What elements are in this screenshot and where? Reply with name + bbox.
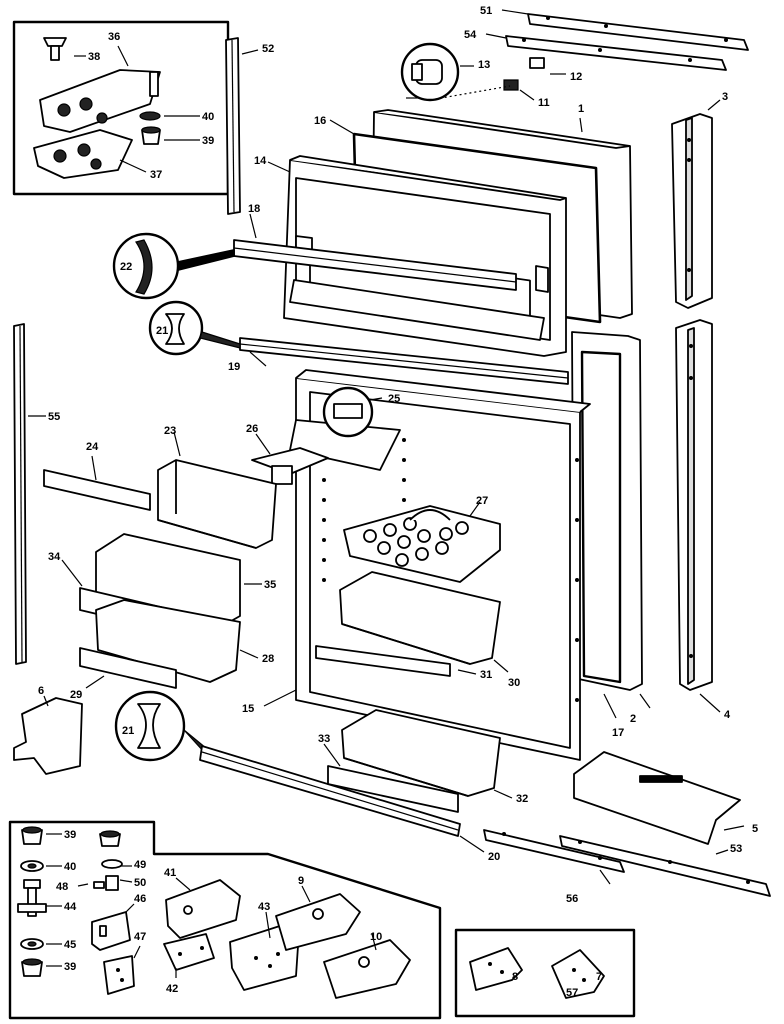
- label-part-18: 18: [248, 203, 260, 215]
- long-strips: [13, 37, 259, 665]
- label-part-6: 6: [38, 685, 44, 697]
- label-part-54: 54: [464, 29, 477, 41]
- label-part-11: 11: [538, 97, 550, 109]
- label-part-9: 9: [298, 875, 304, 887]
- label-part-13: 13: [478, 59, 490, 71]
- label-part-36: 36: [108, 31, 120, 43]
- label-part-44: 44: [64, 901, 77, 913]
- label-part-12: 12: [570, 71, 582, 83]
- label-part-23: 23: [164, 425, 176, 437]
- label-part-21-top: 21: [156, 325, 168, 337]
- label-part-25: 25: [388, 393, 400, 405]
- label-part-2: 2: [630, 713, 636, 725]
- label-part-7: 7: [596, 971, 602, 983]
- label-part-19: 19: [228, 361, 240, 373]
- label-part-30: 30: [508, 677, 520, 689]
- label-part-31: 31: [480, 669, 492, 681]
- hinge-inset-top: [12, 20, 230, 196]
- label-part-56: 56: [566, 893, 578, 905]
- label-part-34: 34: [48, 551, 61, 563]
- detail-13-12-11: [400, 42, 566, 102]
- label-part-10: 10: [370, 931, 382, 943]
- part-6: [13, 695, 83, 775]
- bottom-right-parts: [483, 751, 771, 897]
- label-part-46: 46: [134, 893, 146, 905]
- shelf-parts-left: [43, 431, 277, 549]
- hinge-strips-top: [485, 9, 749, 71]
- part-labels: 1 2 3 4 5 6 7 8 9 10 11 12 13 14 15 16 1…: [38, 5, 758, 999]
- label-part-39-inset-1: 39: [64, 829, 76, 841]
- label-part-55: 55: [48, 411, 60, 423]
- label-part-38: 38: [88, 51, 100, 63]
- label-part-39-inset-2: 39: [64, 961, 76, 973]
- label-part-41: 41: [164, 867, 176, 879]
- label-part-37: 37: [150, 169, 162, 181]
- label-part-49: 49: [134, 859, 146, 871]
- label-part-33: 33: [318, 733, 330, 745]
- label-part-40-top: 40: [202, 111, 214, 123]
- label-part-28: 28: [262, 653, 274, 665]
- label-part-27: 27: [476, 495, 488, 507]
- label-part-24: 24: [86, 441, 99, 453]
- label-part-50: 50: [134, 877, 146, 889]
- fresh-food-door: [263, 331, 651, 761]
- label-part-32: 32: [516, 793, 528, 805]
- label-part-1: 1: [578, 103, 584, 115]
- label-part-15: 15: [242, 703, 254, 715]
- clip-inset: [454, 928, 636, 1018]
- label-part-52: 52: [262, 43, 274, 55]
- hardware-inset-bottom: [8, 820, 442, 1020]
- shelf-parts-center: [251, 433, 509, 673]
- detail-22-18: [112, 213, 517, 300]
- label-part-4: 4: [724, 709, 731, 721]
- label-part-48: 48: [56, 881, 68, 893]
- label-part-57: 57: [566, 987, 578, 999]
- label-part-26: 26: [246, 423, 258, 435]
- label-part-3: 3: [722, 91, 728, 103]
- label-part-16: 16: [314, 115, 326, 127]
- label-part-42: 42: [166, 983, 178, 995]
- label-part-53: 53: [730, 843, 742, 855]
- label-part-17: 17: [612, 727, 624, 739]
- label-part-51: 51: [480, 5, 492, 17]
- label-part-22: 22: [120, 261, 132, 273]
- label-part-40-inset: 40: [64, 861, 76, 873]
- bin-parts-left: [61, 533, 262, 689]
- label-part-14: 14: [254, 155, 267, 167]
- label-part-47: 47: [134, 931, 146, 943]
- label-part-20: 20: [488, 851, 500, 863]
- detail-21-bottom: [114, 690, 513, 853]
- label-part-45: 45: [64, 939, 76, 951]
- label-part-8: 8: [512, 971, 518, 983]
- detail-25: [322, 386, 383, 438]
- label-part-35: 35: [264, 579, 276, 591]
- freezer-door: [267, 109, 633, 357]
- detail-21-19: [148, 300, 569, 385]
- label-part-43: 43: [258, 901, 270, 913]
- label-part-39-top: 39: [202, 135, 214, 147]
- side-rails: [671, 99, 721, 713]
- label-part-21-bottom: 21: [122, 725, 134, 737]
- label-part-5: 5: [752, 823, 758, 835]
- label-part-29: 29: [70, 689, 82, 701]
